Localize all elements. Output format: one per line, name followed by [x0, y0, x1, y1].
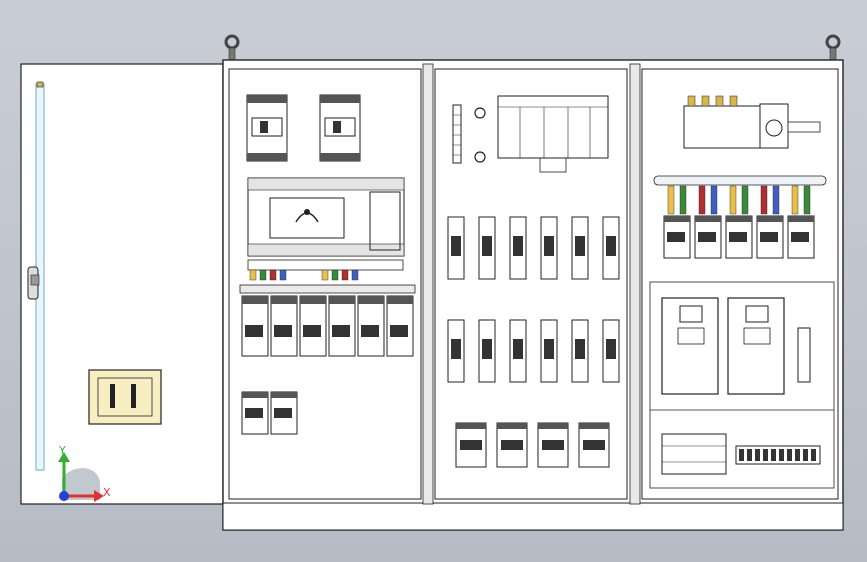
mounting-plate-lower	[649, 281, 835, 489]
door-socket	[88, 369, 162, 425]
panel-2-lower-modules	[455, 422, 610, 468]
open-door	[20, 63, 224, 505]
lifting-eye-right	[825, 34, 841, 61]
pilot-lamp-1	[474, 107, 486, 119]
soft-starter-2	[727, 297, 785, 395]
panel-1-busbar	[239, 284, 416, 294]
x-axis-label: X	[103, 486, 111, 499]
pilot-lamp-2	[474, 151, 486, 163]
panel-3-plc-module	[661, 433, 727, 475]
panel-3-wires	[667, 185, 811, 215]
contactor-bank	[497, 95, 609, 173]
panel-2	[447, 95, 620, 468]
panel-2-breaker-row-1	[447, 216, 620, 280]
panel-3-breaker-row	[663, 215, 815, 259]
panel-1	[239, 94, 416, 435]
lifting-eye-left	[224, 34, 240, 61]
panel-2-terminal-strip	[452, 104, 462, 164]
panel-2-breaker-row-2	[447, 319, 620, 383]
panel-3-busbar	[653, 175, 827, 186]
coordinate-triad: Y X	[58, 444, 111, 502]
panel-1-breaker-row	[241, 295, 414, 357]
door-handle	[27, 266, 40, 300]
panel-1-lower-breakers	[241, 391, 298, 435]
panel-3-terminal-block	[735, 445, 821, 465]
small-relay-module	[797, 327, 811, 383]
transfer-switch	[683, 95, 821, 149]
soft-starter-1	[661, 297, 719, 395]
panel-3	[649, 95, 835, 489]
y-axis-label: Y	[58, 444, 66, 457]
main-breaker-1	[246, 94, 288, 162]
plc-controller	[247, 177, 405, 257]
panel-1-top-terminals	[247, 259, 404, 281]
main-breaker-2	[319, 94, 361, 162]
